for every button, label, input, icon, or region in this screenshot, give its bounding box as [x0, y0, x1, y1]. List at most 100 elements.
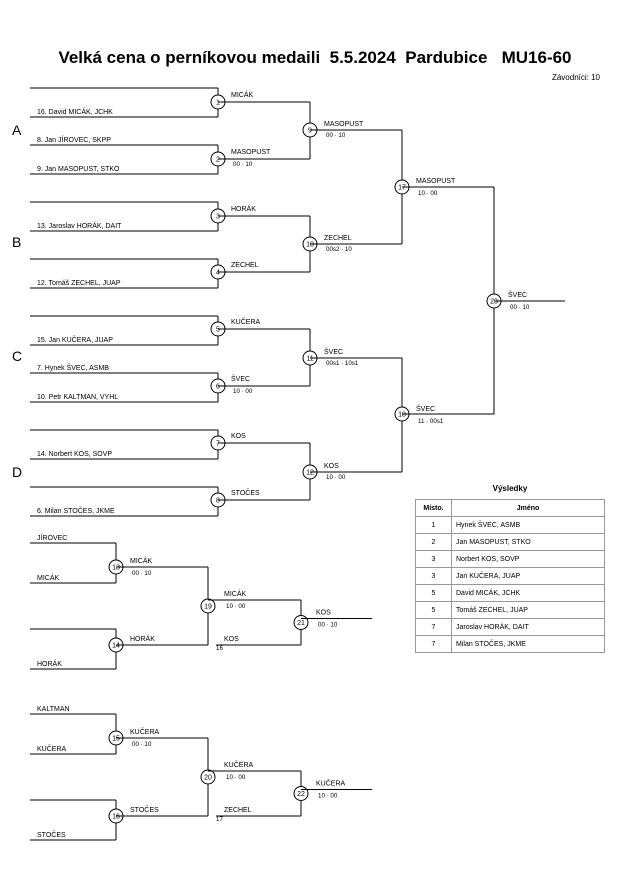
- result-place: 5: [415, 601, 452, 619]
- match-winner: KOS: [324, 463, 339, 470]
- results-col-place: Místo.: [415, 499, 452, 517]
- match-score: 17: [216, 816, 223, 823]
- match-number: 6: [216, 384, 220, 391]
- match-score: 00 · 10: [318, 622, 338, 629]
- match-number: 3: [216, 214, 220, 221]
- match-number: 21: [297, 620, 305, 627]
- match-winner: MICÁK: [231, 90, 254, 99]
- match-number: 14: [112, 643, 120, 650]
- match-number: 11: [306, 356, 313, 363]
- match-winner: ŠVEC: [324, 347, 343, 356]
- entrant-name: 12. Tomáš ZECHEL, JUAP: [37, 280, 121, 287]
- results-col-name: Jméno: [451, 499, 605, 517]
- match-winner: STOČES: [130, 805, 159, 814]
- match-number: 17: [398, 185, 406, 192]
- entrant-name: KALTMAN: [37, 706, 70, 713]
- match-score: 10 · 00: [226, 603, 246, 610]
- match-winner: ŠVEC: [416, 404, 435, 413]
- match-score: 11 · 00s1: [418, 418, 444, 425]
- match-winner: MICÁK: [224, 589, 247, 598]
- results-header-row: Místo. Jméno: [415, 499, 605, 517]
- entrant-name: STOČES: [37, 830, 66, 839]
- results-title: Výsledky: [492, 484, 528, 493]
- match-number: 15: [112, 736, 120, 743]
- result-name: David MICÁK, JCHK: [451, 584, 605, 602]
- match-number: 10: [306, 242, 314, 249]
- match-number: 12: [306, 470, 314, 477]
- match-number: 16: [112, 814, 120, 821]
- match-number: 9: [308, 128, 312, 135]
- group-label: A: [12, 122, 22, 138]
- entrant-name: 16. David MICÁK, JCHK: [37, 107, 113, 116]
- match-winner: ZECHEL: [231, 262, 259, 269]
- match-number: 18: [398, 412, 406, 419]
- match-winner: KUČERA: [130, 727, 160, 736]
- match-number: 7: [216, 441, 220, 448]
- result-name: Hynek ŠVEC, ASMB: [451, 516, 605, 534]
- match-score: 10 · 00: [233, 388, 253, 395]
- match-number-circle: [200, 598, 216, 614]
- match-number: 2: [216, 157, 220, 164]
- result-place: 2: [415, 533, 452, 551]
- entrant-name: 7. Hynek ŠVEC, ASMB: [37, 363, 109, 372]
- match-score: 00 · 10: [233, 161, 253, 168]
- match-winner: ŠVEC: [508, 290, 527, 299]
- result-name: Jan KUČERA, JUAP: [451, 567, 605, 585]
- match-score: 10 · 00: [318, 793, 338, 800]
- entrant-name: JÍROVEC: [37, 533, 67, 542]
- match-score: 00 · 10: [132, 741, 152, 748]
- page-title: Velká cena o perníkovou medaili 5.5.2024…: [58, 48, 572, 67]
- entrant-name: 8. Jan JÍROVEC, SKPP: [37, 135, 111, 144]
- result-place: 3: [415, 567, 452, 585]
- match-winner: HORÁK: [130, 634, 155, 643]
- entrant-name: 9. Jan MASOPUST, STKO: [37, 166, 120, 173]
- result-place: 5: [415, 584, 452, 602]
- result-place: 7: [415, 635, 452, 653]
- match-winner: KOS: [231, 433, 246, 440]
- match-winner: MASOPUST: [231, 149, 271, 156]
- result-name: Tomáš ZECHEL, JUAP: [451, 601, 605, 619]
- match-winner: MASOPUST: [324, 121, 364, 128]
- match-number-circle: [200, 769, 216, 785]
- match-winner: HORÁK: [231, 204, 256, 213]
- result-name: Jaroslav HORÁK, DAIT: [451, 618, 605, 636]
- result-name: Milan STOČES, JKME: [451, 635, 605, 653]
- match-number: 1: [216, 100, 220, 107]
- match-score: 00 · 10: [510, 304, 530, 311]
- match-number: 19: [204, 604, 212, 611]
- match-winner: MASOPUST: [416, 178, 456, 185]
- match-number: 23: [490, 299, 498, 306]
- match-winner: ZECHEL: [324, 235, 352, 242]
- result-name: Jan MASOPUST, STKO: [451, 533, 605, 551]
- competitor-count: Závodníci: 10: [551, 73, 600, 82]
- entrant-name: 15. Jan KUČERA, JUAP: [37, 335, 113, 344]
- entrant-name: 13. Jaroslav HORÁK, DAIT: [37, 221, 122, 230]
- match-winner: MICÁK: [130, 556, 153, 565]
- result-name: Norbert KOS, SOVP: [451, 550, 605, 568]
- group-label: C: [12, 348, 22, 364]
- match-score: 10 · 00: [226, 774, 246, 781]
- result-place: 3: [415, 550, 452, 568]
- match-number: 13: [112, 565, 120, 572]
- entrant-name: 10. Petr KALTMAN, VYHL: [37, 394, 118, 401]
- entrant-name: KUČERA: [37, 744, 67, 753]
- match-score: 00 · 10: [326, 132, 346, 139]
- result-place: 1: [415, 516, 452, 534]
- match-winner: KUČERA: [231, 317, 261, 326]
- match-number: 4: [216, 270, 220, 277]
- group-label: D: [12, 464, 22, 480]
- match-winner: STOČES: [231, 488, 260, 497]
- match-score: 16: [216, 645, 223, 652]
- match-winner: KOS: [316, 610, 331, 617]
- match-number: 22: [297, 791, 305, 798]
- match-number: 20: [204, 775, 212, 782]
